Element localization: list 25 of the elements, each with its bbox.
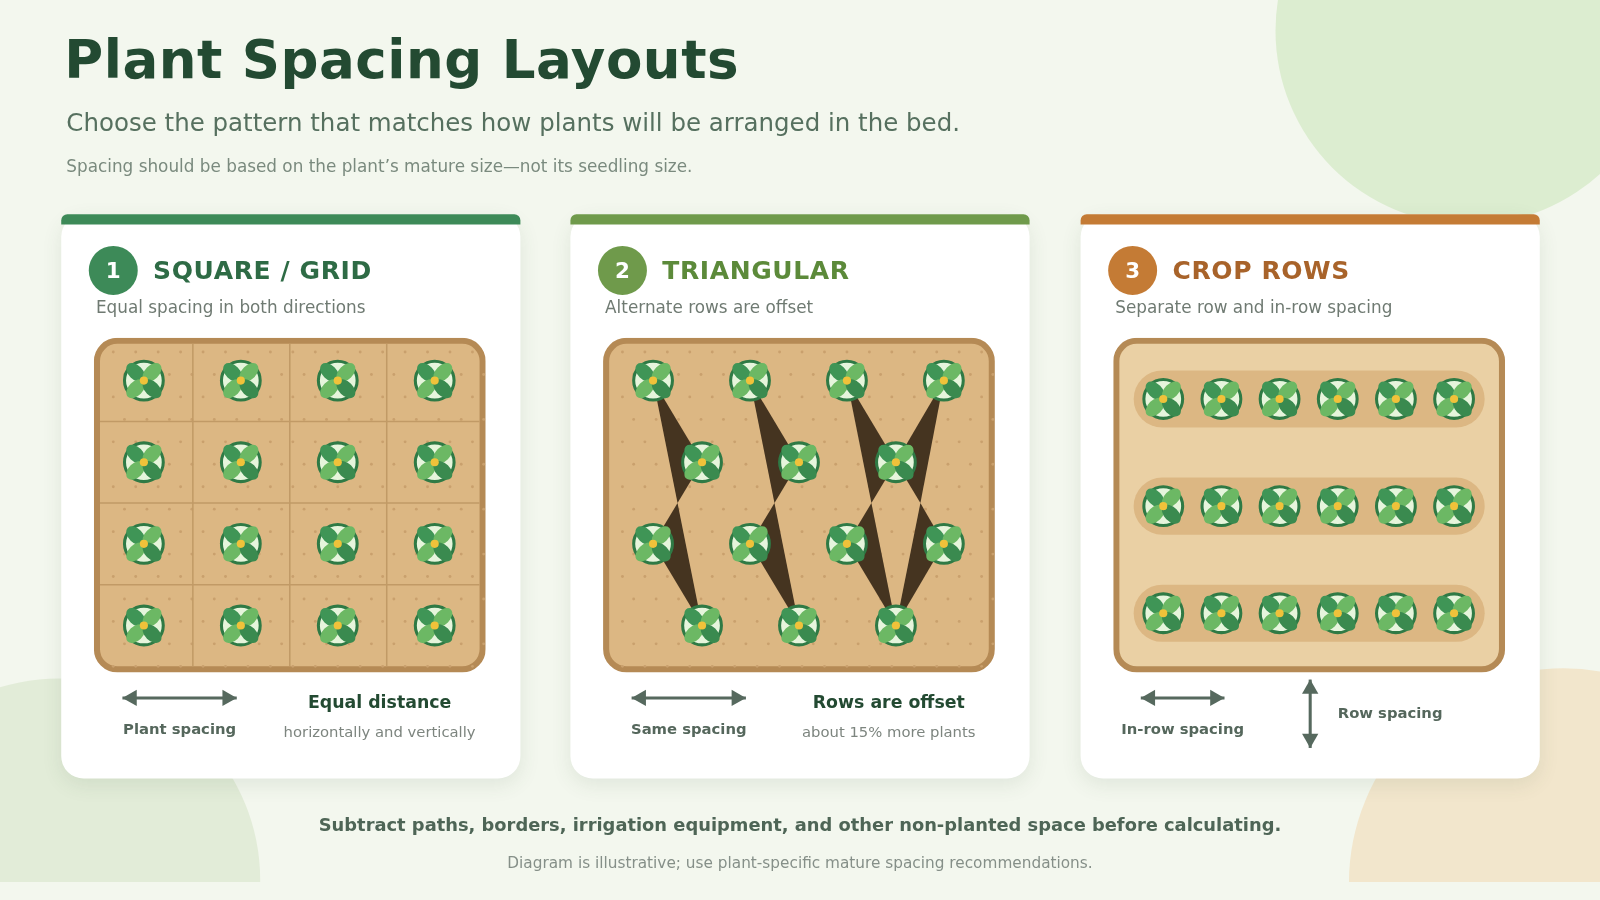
caption-heading: Equal distance [307,691,452,713]
caption-heading: Rows are offset [812,691,965,713]
card-description: Alternate rows are offset [605,297,814,318]
card-heading: TRIANGULAR [662,255,850,285]
subtitle: Choose the pattern that matches how plants will be arranged in the bed. [66,108,960,137]
caption: Diagram is illustrative; use plant-specific mature spacing recommendations. [507,854,1093,873]
pattern-card [61,214,521,779]
pattern-card [570,214,1030,779]
caption-text: In-row spacing [1121,720,1245,737]
note-text: Spacing should be based on the plant’s mature size—not its seedling size. [66,157,693,177]
card-description: Separate row and in-row spacing [1115,297,1393,318]
page-title: Plant Spacing Layouts [64,28,740,90]
number-badge: 2 [597,245,647,295]
card-heading: SQUARE / GRID [153,255,372,285]
caption-text: Same spacing [630,720,747,737]
number-badge: 1 [88,245,138,295]
caption-text: horizontally and vertically [283,723,476,740]
caption-text: Row spacing [1337,705,1443,722]
caption-text: about 15% more plants [802,723,976,740]
card-heading: CROP ROWS [1172,255,1350,285]
pattern-card [1080,214,1540,779]
caption-text: Plant spacing [123,720,237,737]
number-badge: 3 [1108,245,1158,295]
card-description: Equal spacing in both directions [95,297,366,318]
footer-note: Subtract paths, borders, irrigation equipment, and other non-planted space before calculating. [318,814,1282,835]
